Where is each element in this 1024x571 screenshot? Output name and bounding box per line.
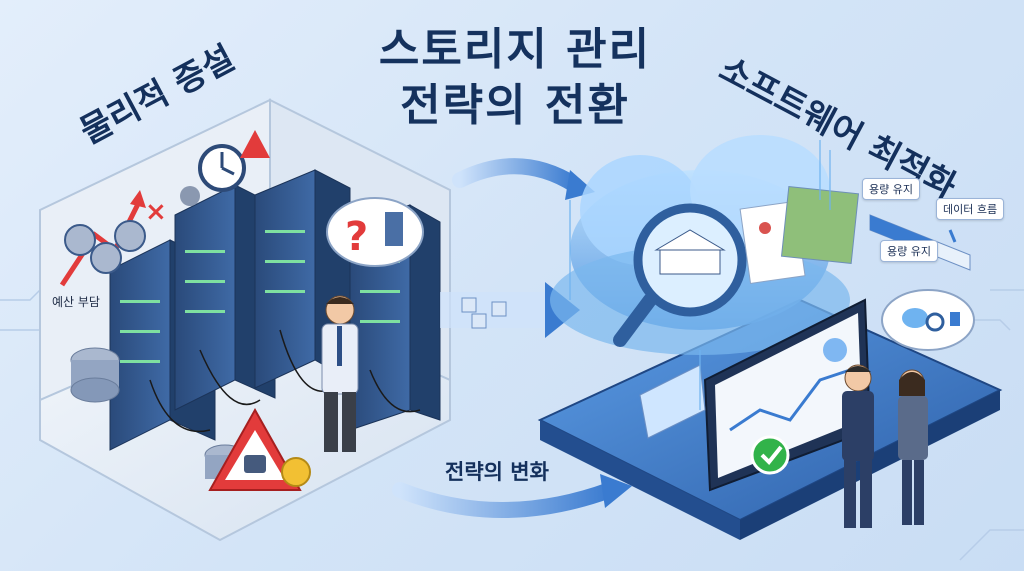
speech-bubble	[881, 289, 975, 351]
down-arrow-icon	[948, 229, 957, 243]
magnifier-icon	[613, 203, 747, 347]
tablet-panel	[639, 364, 706, 439]
arrow-bottom	[392, 482, 618, 518]
capacity-chip-2: 용량 유지	[880, 240, 938, 262]
svg-text:×: ×	[145, 197, 167, 227]
server-room: ? ×	[39, 98, 451, 542]
arrow-top	[452, 158, 583, 193]
strategy-change-label: 전략의 변화	[445, 460, 549, 484]
capacity-chip-1: 용량 유지	[862, 178, 920, 200]
page-title: 스토리지 관리 전략의 전환	[300, 22, 730, 134]
business-people	[842, 364, 928, 528]
light-beams	[569, 140, 831, 410]
documents	[739, 185, 860, 284]
dashboard-monitor	[703, 298, 872, 492]
title-line-1: 스토리지 관리	[378, 24, 652, 75]
title-line-2: 전략의 전환	[400, 80, 630, 131]
budget-burden-label: 예산 부담	[52, 295, 100, 309]
data-flow-chip: 데이터 흐름	[936, 198, 1005, 220]
svg-text:?: ?	[345, 214, 368, 260]
